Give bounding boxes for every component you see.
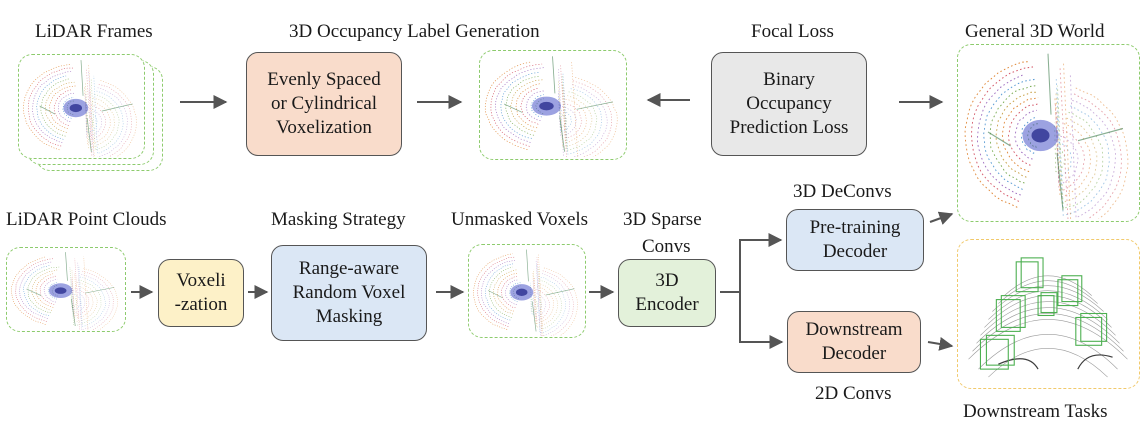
- arrow-pretraining-to-world: [929, 211, 954, 225]
- lidar-scan-icon: [23, 60, 137, 157]
- arrow-encoder-to-downstream: [739, 292, 784, 349]
- lidar-point-clouds-label: LiDAR Point Clouds: [6, 209, 167, 230]
- occupancy-label-generation-label: 3D Occupancy Label Generation: [289, 21, 540, 42]
- pretraining-decoder-box: Pre-training Decoder: [786, 209, 924, 271]
- downstream-decoder-text: Downstream Decoder: [805, 318, 903, 364]
- encoder-box: 3D Encoder: [618, 259, 716, 327]
- encoder-text: 3D Encoder: [635, 269, 699, 315]
- lidar-scan-icon: [484, 56, 618, 157]
- downstream-decoder-box: Downstream Decoder: [787, 311, 921, 373]
- masking-box: Range-aware Random Voxel Masking: [271, 245, 427, 341]
- sparse-convs-label-line2: Convs: [642, 236, 691, 257]
- lidar-scan-icon: [964, 53, 1129, 219]
- occupancy-label-frame: [479, 50, 627, 160]
- voxelization-box: Voxeli -zation: [158, 259, 244, 327]
- lidar-frames-label: LiDAR Frames: [35, 21, 153, 42]
- binary-occupancy-loss-text: Binary Occupancy Prediction Loss: [729, 68, 849, 139]
- voxelization-text: Voxeli -zation: [174, 269, 228, 315]
- masking-text: Range-aware Random Voxel Masking: [292, 257, 406, 328]
- arrow-downstream-to-tasks: [927, 337, 954, 351]
- general-3d-world-frame: [957, 44, 1140, 222]
- deconvs-label: 3D DeConvs: [793, 181, 892, 202]
- downstream-tasks-frame: [957, 239, 1140, 389]
- voxelization-method-box: Evenly Spaced or Cylindrical Voxelizatio…: [246, 52, 402, 156]
- downstream-tasks-label: Downstream Tasks: [963, 401, 1108, 422]
- sparse-convs-label-line1: 3D Sparse: [623, 209, 702, 230]
- lidar-scan-icon: [11, 252, 118, 330]
- general-3d-world-label: General 3D World: [965, 21, 1105, 42]
- lidar-frame-front: [18, 54, 145, 159]
- unmasked-voxels-label: Unmasked Voxels: [451, 209, 589, 230]
- unmasked-voxels-frame: [468, 244, 586, 338]
- pretraining-decoder-text: Pre-training Decoder: [809, 216, 901, 262]
- voxelization-method-text: Evenly Spaced or Cylindrical Voxelizatio…: [267, 68, 381, 139]
- arrow-encoder-to-pretraining: [720, 233, 783, 293]
- 2d-convs-label: 2D Convs: [815, 383, 892, 404]
- lidar-point-cloud-frame: [6, 247, 126, 332]
- 3d-detection-scene-icon: [968, 257, 1128, 378]
- lidar-scan-icon: [473, 249, 579, 336]
- masking-strategy-label: Masking Strategy: [271, 209, 406, 230]
- focal-loss-label: Focal Loss: [751, 21, 834, 42]
- binary-occupancy-loss-box: Binary Occupancy Prediction Loss: [711, 52, 867, 156]
